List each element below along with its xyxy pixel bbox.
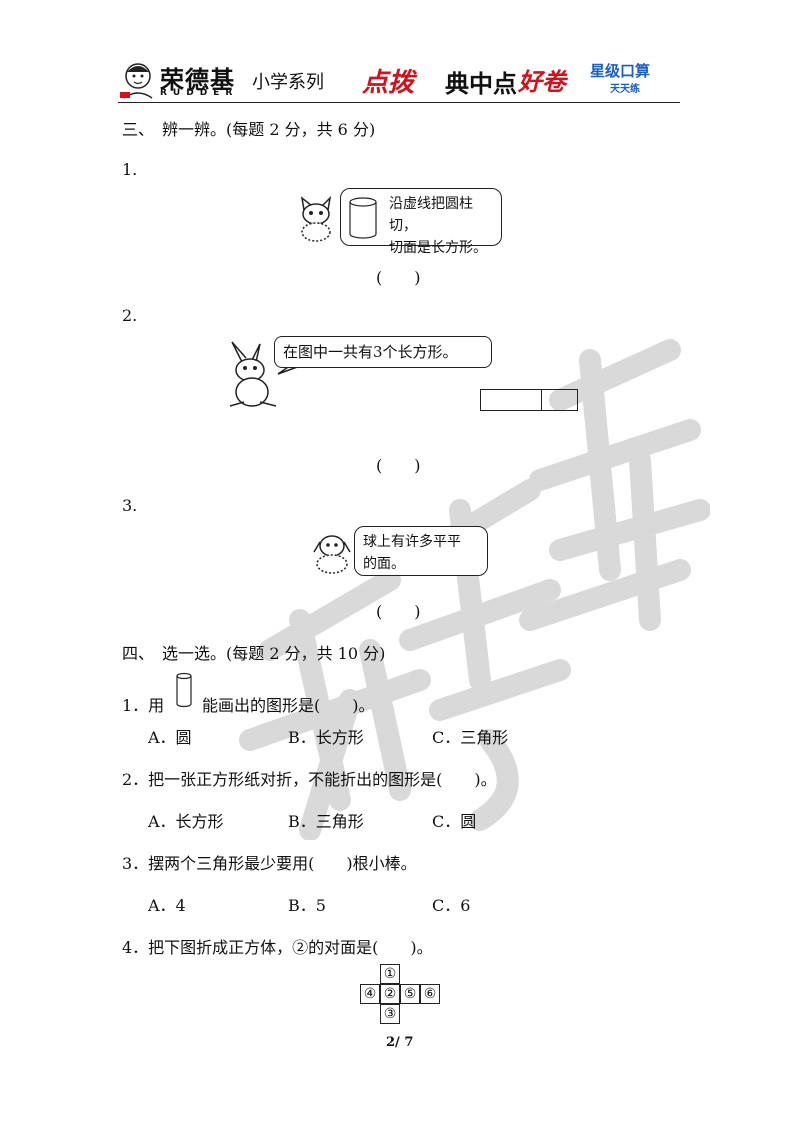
s4-q1-option-a[interactable]: A．圆 [148,728,192,747]
page-number: 2/ 7 [386,1035,414,1050]
cube-face-5: ⑤ [400,984,420,1004]
q2-number: 2. [122,306,138,325]
s4-q2-option-b[interactable]: B．三角形 [288,812,364,831]
rectangle-figure [480,389,578,411]
q2-speech-bubble: 在图中一共有3个长方形。 [274,336,492,368]
logo-dianzhongdian: 典中点 [445,70,517,98]
q2-bubble-text: 在图中一共有3个长方形。 [283,343,458,361]
q1-speech-bubble: 沿虚线把圆柱切， 切面是长方形。 [340,188,502,256]
watermark [239,339,710,840]
dog-icon [313,535,351,574]
q3-number: 3. [122,496,138,515]
s4-q3-option-a[interactable]: A．4 [148,896,186,915]
q1-number: 1. [122,160,138,179]
s4-q3-option-b[interactable]: B．5 [288,896,326,915]
q2-answer-paren[interactable]: ( ) [376,456,421,475]
s4-q2-option-c[interactable]: C．圆 [432,812,477,831]
cube-face-2: ② [380,984,400,1004]
s4-q3-option-c[interactable]: C．6 [432,896,471,915]
s4-q1-option-b[interactable]: B．长方形 [288,728,364,747]
brand-name: 荣德基 [160,66,235,94]
cat-icon [300,196,332,242]
brand-sub: RUDDER [160,88,239,98]
cube-net: ① ④ ② ⑤ ⑥ ③ [360,964,440,1024]
q1-answer-paren[interactable]: ( ) [376,268,421,287]
q3-bubble-text: 球上有许多平平 的面。 [363,534,461,572]
logo-haojuan: 好卷 [518,68,566,96]
s4-q4-text: 4．把下图折成正方体，②的对面是( )。 [122,938,433,957]
q3-speech-bubble: 球上有许多平平 的面。 [354,526,488,576]
s4-q1-prefix: 1．用 [122,696,165,715]
rectangle-divider [541,390,542,410]
mascot-logo [120,63,153,99]
section3-title: 三、 辨一辨。(每题 2 分，共 6 分) [122,120,376,139]
logo-kousuan-sub: 天天练 [610,84,640,95]
header-divider [118,102,680,103]
cube-face-6: ⑥ [420,984,440,1004]
q1-bubble-text: 沿虚线把圆柱切， 切面是长方形。 [389,196,487,256]
logo-kousuan: 星级口算 [590,62,651,80]
cube-face-3: ③ [380,1004,400,1024]
logo-dianbo: 点拨 [362,68,415,98]
cylinder-small-icon [176,672,192,708]
rabbit-icon [229,341,277,407]
cube-face-1: ① [380,964,400,984]
cylinder-icon [349,197,377,239]
s4-q1-option-c[interactable]: C．三角形 [432,728,509,747]
s4-q2-option-a[interactable]: A．长方形 [148,812,224,831]
section4-title: 四、 选一选。(每题 2 分，共 10 分) [122,644,386,663]
s4-q3-text: 3．摆两个三角形最少要用( )根小棒。 [122,854,417,873]
series-title: 小学系列 [252,72,324,93]
cube-face-4: ④ [360,984,380,1004]
q3-answer-paren[interactable]: ( ) [376,602,421,621]
s4-q1-suffix: 能画出的图形是( )。 [202,696,375,715]
s4-q2-text: 2．把一张正方形纸对折，不能折出的图形是( )。 [122,770,497,789]
